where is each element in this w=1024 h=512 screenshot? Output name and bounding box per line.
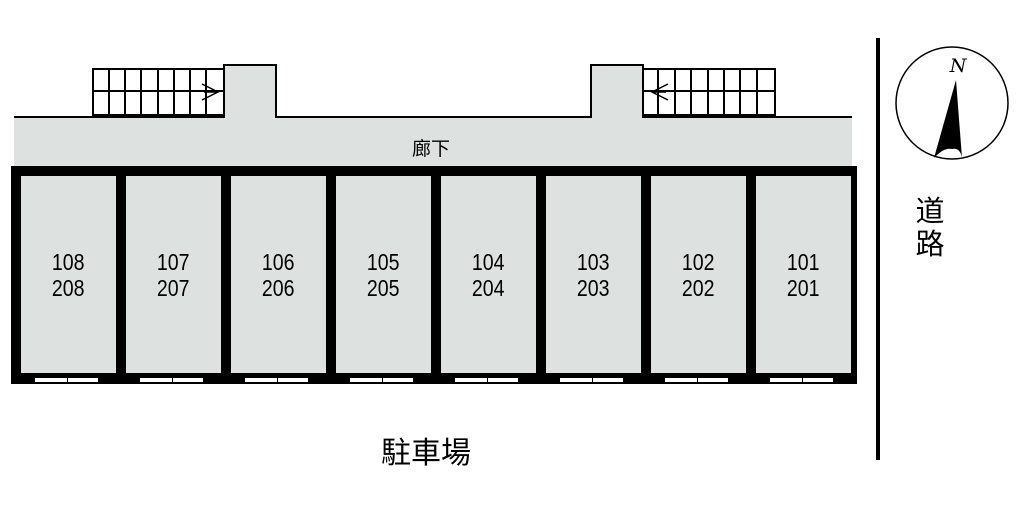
unit-number-first-floor: 105 <box>367 248 400 275</box>
stairs-arrow-right-icon <box>201 83 220 101</box>
unit-number-first-floor: 106 <box>262 248 295 275</box>
window <box>243 374 310 384</box>
window <box>138 374 205 384</box>
unit-number-second-floor: 205 <box>367 274 400 301</box>
road-boundary-line <box>876 38 880 460</box>
unit-number-first-floor: 103 <box>577 248 610 275</box>
window <box>348 374 415 384</box>
window <box>33 374 100 384</box>
unit-number-second-floor: 204 <box>472 274 505 301</box>
road-label-char-1: 道 <box>915 194 945 228</box>
unit-number-first-floor: 108 <box>52 248 85 275</box>
unit-number-second-floor: 207 <box>157 274 190 301</box>
corridor-label: 廊下 <box>412 138 451 160</box>
unit-number-first-floor: 102 <box>682 248 715 275</box>
window <box>453 374 520 384</box>
corridor <box>14 116 852 168</box>
compass-north-label: N <box>949 55 968 77</box>
unit-number-first-floor: 107 <box>157 248 190 275</box>
unit-number-first-floor: 101 <box>787 248 820 275</box>
compass: N <box>895 46 1009 160</box>
unit-number-second-floor: 203 <box>577 274 610 301</box>
left-stairs <box>92 68 225 116</box>
unit-number-second-floor: 201 <box>787 274 820 301</box>
road-label: 道 路 <box>913 195 947 261</box>
road-label-char-2: 路 <box>915 227 945 261</box>
unit-number-second-floor: 202 <box>682 274 715 301</box>
window <box>663 374 730 384</box>
window <box>768 374 835 384</box>
north-arrow-icon <box>934 80 962 158</box>
parking-label: 駐車場 <box>381 436 471 471</box>
unit-number-first-floor: 104 <box>472 248 505 275</box>
unit-number-second-floor: 208 <box>52 274 85 301</box>
window <box>558 374 625 384</box>
stairs-arrow-left-icon <box>650 83 669 101</box>
unit-number-second-floor: 206 <box>262 274 295 301</box>
